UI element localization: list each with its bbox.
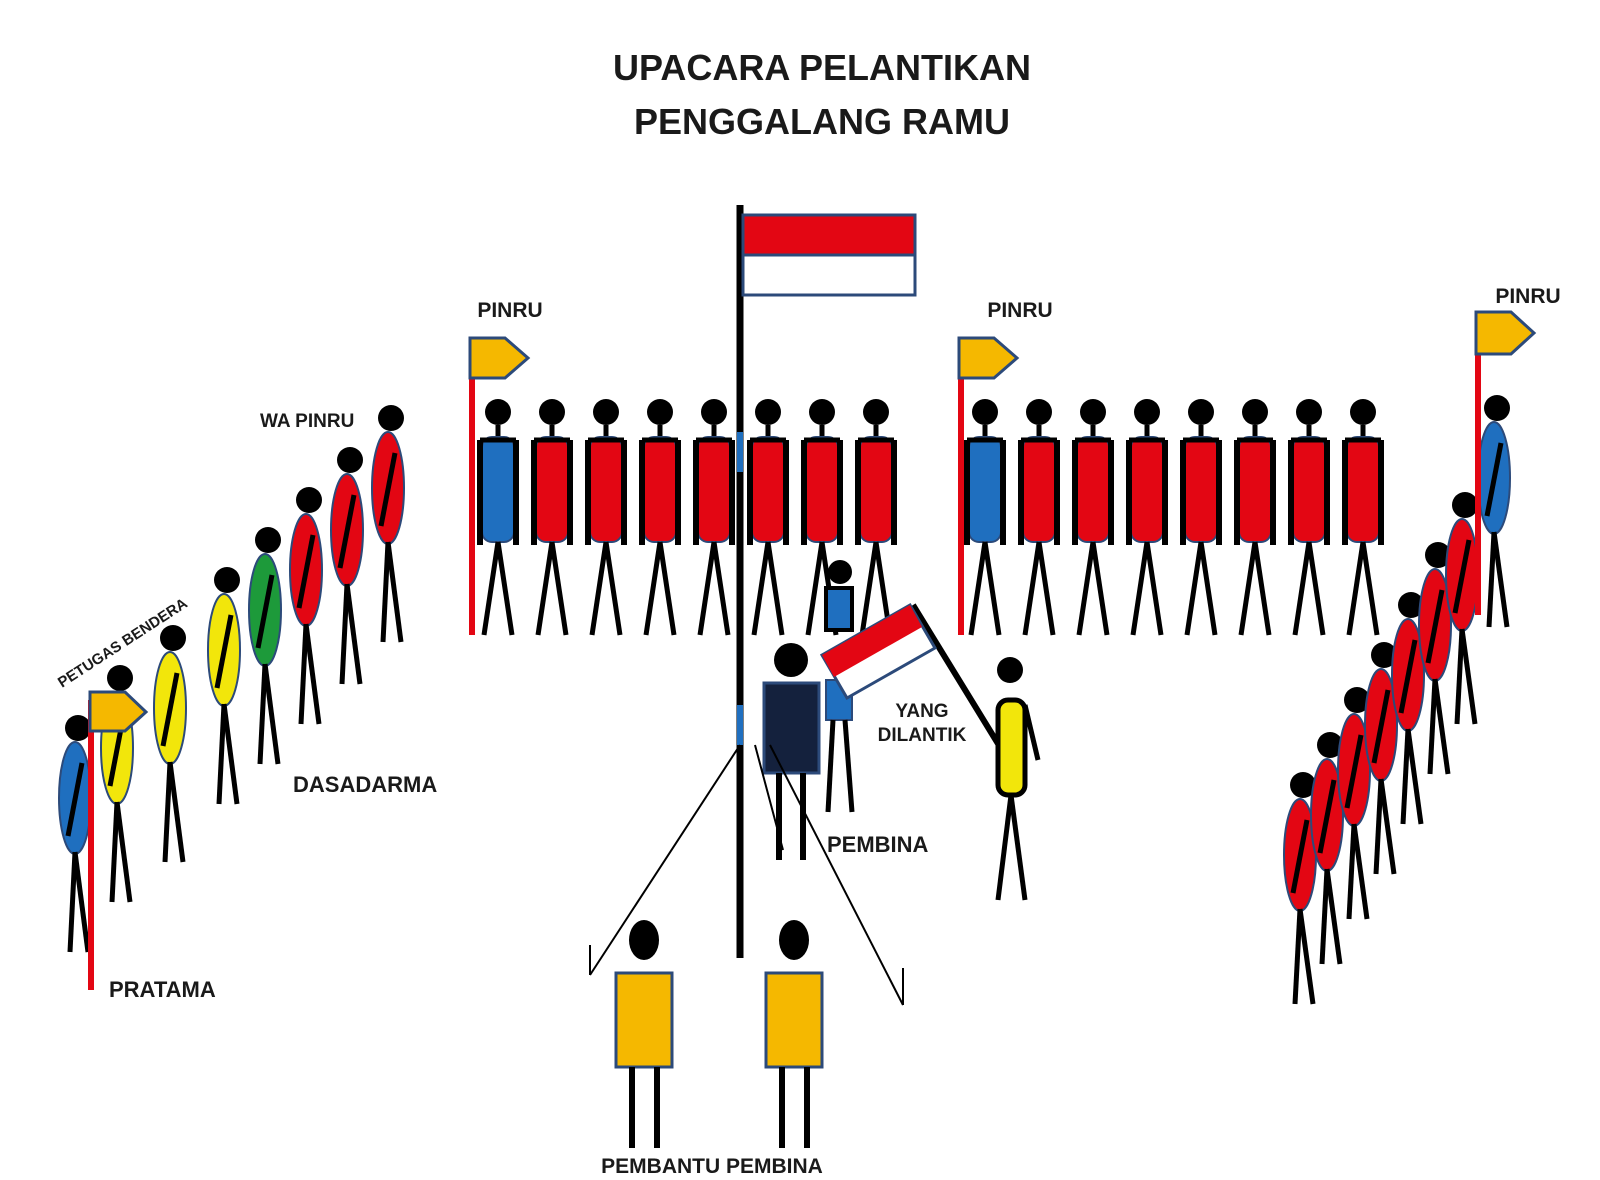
carried-flag-icon [819,602,1011,762]
pennant-flag-1-icon [468,336,531,635]
pembina-figure [762,643,821,860]
label-pratama: PRATAMA [109,977,216,1002]
label-dasadarma: DASADARMA [293,772,437,797]
platoon-1-member-6 [747,399,789,636]
right-line-member-3 [1337,687,1371,920]
guide-lines [589,744,904,1006]
right-line-member-7 [1445,492,1479,725]
left-line-member-5 [248,527,282,765]
right-line-member-4 [1364,642,1398,875]
platoon-2-member-5 [1180,399,1222,636]
platoon-2 [964,399,1384,636]
label-pembantu-pembina: PEMBANTU PEMBINA [601,1155,823,1178]
platoon-2-member-3 [1072,399,1114,636]
right-line-member-5 [1391,592,1425,825]
label-pembina: PEMBINA [827,832,929,857]
label-wa-pinru: WA PINRU [260,411,354,432]
platoon-1 [477,399,897,636]
inductee-figure [995,657,1041,901]
platoon-1-member-1 [477,399,519,636]
label-pinru-3: PINRU [1495,285,1560,308]
label-yang: YANG [895,701,948,722]
platoon-1-member-5 [693,399,735,636]
pennant-flag-3-icon [1474,310,1537,615]
right-line-member-6 [1418,542,1452,775]
platoon-1-member-7 [801,399,843,636]
platoon-2-member-6 [1234,399,1276,636]
flag-bearer-figure [824,560,855,813]
label-pinru-2: PINRU [987,299,1052,322]
right-line-member-2 [1310,732,1344,965]
platoon-2-member-7 [1288,399,1330,636]
left-line-member-7 [330,447,364,685]
platoon-1-member-3 [585,399,627,636]
assistant-coach-1-figure [614,920,674,1148]
left-line-member-6 [289,487,323,725]
assistant-coach-2-figure [764,920,824,1148]
left-line-member-4 [207,567,241,805]
platoon-2-member-1 [964,399,1006,636]
right-line-member-8 [1477,395,1511,628]
platoon-2-member-8 [1342,399,1384,636]
left-line-member-8 [371,405,405,643]
right-line-member-1 [1283,772,1317,1005]
platoon-1-member-4 [639,399,681,636]
pennant-flag-4-icon [88,690,149,990]
right-diagonal-line [1283,395,1511,1005]
main-flagpole [736,205,744,958]
title-line-1: UPACARA PELANTIKAN [613,47,1031,88]
left-line-member-1 [58,715,92,953]
platoon-2-member-2 [1018,399,1060,636]
platoon-2-member-4 [1126,399,1168,636]
left-diagonal-line [58,405,405,953]
label-pinru-1: PINRU [477,299,542,322]
platoon-1-member-8 [855,399,897,636]
left-line-member-3 [153,625,187,863]
label-dilantik: DILANTIK [878,725,967,746]
title-line-2: PENGGALANG RAMU [634,101,1010,142]
pennant-flag-2-icon [957,336,1020,635]
platoon-1-member-2 [531,399,573,636]
main-flag-icon [741,213,917,297]
